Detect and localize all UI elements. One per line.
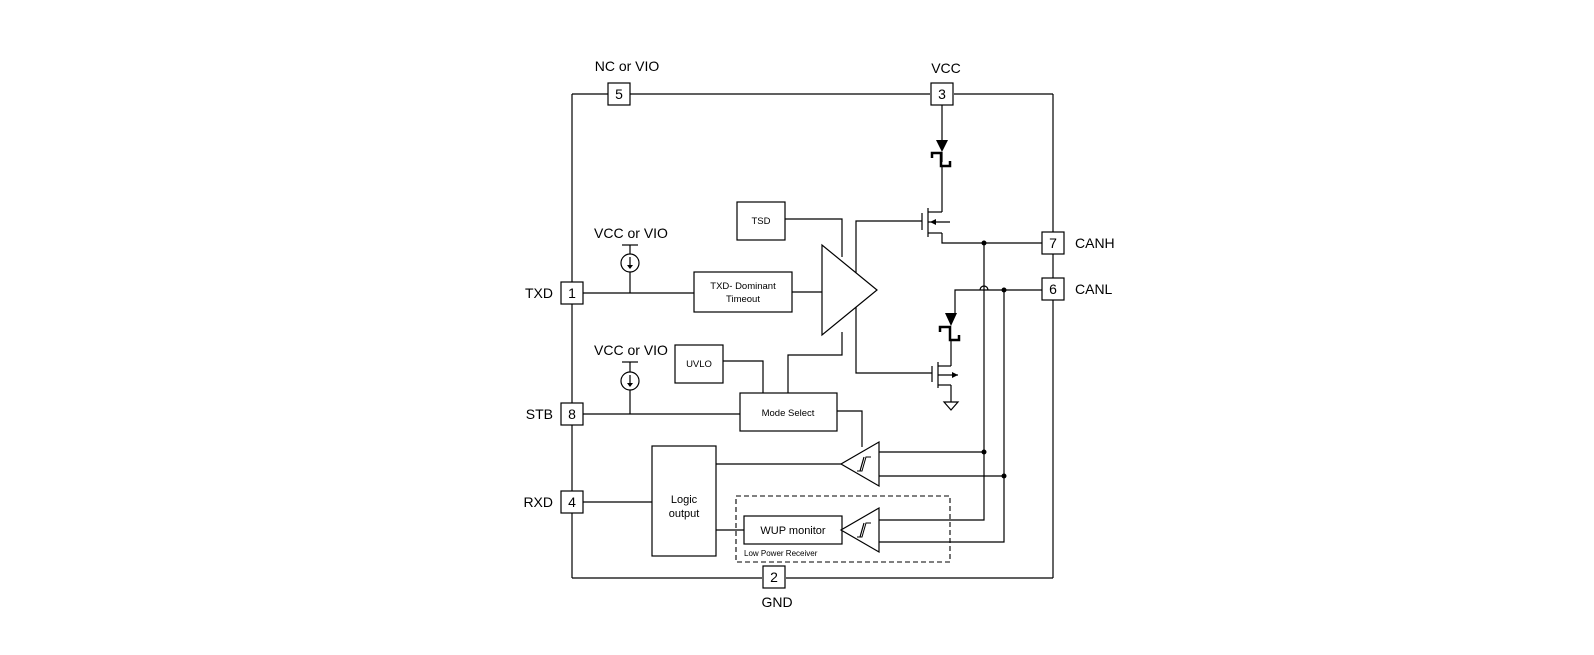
pin-number: 8 [568,406,576,422]
pin-8: 8 [560,402,584,426]
pin-number: 7 [1049,235,1057,251]
pin-number: 6 [1049,281,1057,297]
block-label: TSD [752,216,771,227]
supply-label: VCC or VIO [594,342,668,358]
low-side-transistor [931,313,961,411]
pin-2: 2 [762,565,786,589]
pin-label-vcc: VCC [931,60,961,76]
low-power-receiver-group: Low Power Receiver [735,495,951,563]
wup-monitor-block: WUP monitor [743,515,843,545]
pin-label-stb: STB [526,406,553,422]
pin-label-rxd: RXD [523,494,553,510]
pin-number: 3 [938,86,946,102]
txd-dominant-timeout-block: TXD- Dominant Timeout [693,271,793,313]
pin-label-nc-or-vio: NC or VIO [595,58,660,74]
mode-select-block: Mode Select [739,392,838,432]
receiver-comparator [839,440,880,488]
group-label: Low Power Receiver [744,549,818,558]
block-label: Logic [671,494,698,506]
pullup-source-stb: VCC or VIO [594,342,668,414]
pin-label-canh: CANH [1075,235,1115,251]
pin-5: 5 [607,82,631,106]
block-label: WUP monitor [760,525,826,537]
block-label: Timeout [726,294,760,305]
block-label: Mode Select [762,408,815,419]
package-outline [571,93,1054,579]
pin-number: 1 [568,285,576,301]
pin-label-canl: CANL [1075,281,1113,297]
block-label: output [669,508,700,520]
uvlo-block: UVLO [674,344,724,384]
supply-label: VCC or VIO [594,225,668,241]
high-side-transistor [921,105,1042,244]
pin-6: 6 [1041,277,1065,301]
pin-7: 7 [1041,231,1065,255]
pin-number: 5 [615,86,623,102]
block-label: UVLO [686,359,712,370]
tsd-block: TSD [736,201,786,241]
pin-label-gnd: GND [761,594,792,610]
logic-output-block: Logic output [651,445,717,557]
pin-4: 4 [560,490,584,514]
pin-label-txd: TXD [525,285,553,301]
pin-number: 4 [568,494,576,510]
driver-amplifier [821,243,878,337]
block-label: TXD- Dominant [710,281,776,292]
pullup-source-txd: VCC or VIO [594,225,668,293]
pin-number: 2 [770,569,778,585]
pin-1: 1 [560,281,584,305]
pin-3: 3 [930,82,954,106]
low-power-comparator [839,506,880,554]
